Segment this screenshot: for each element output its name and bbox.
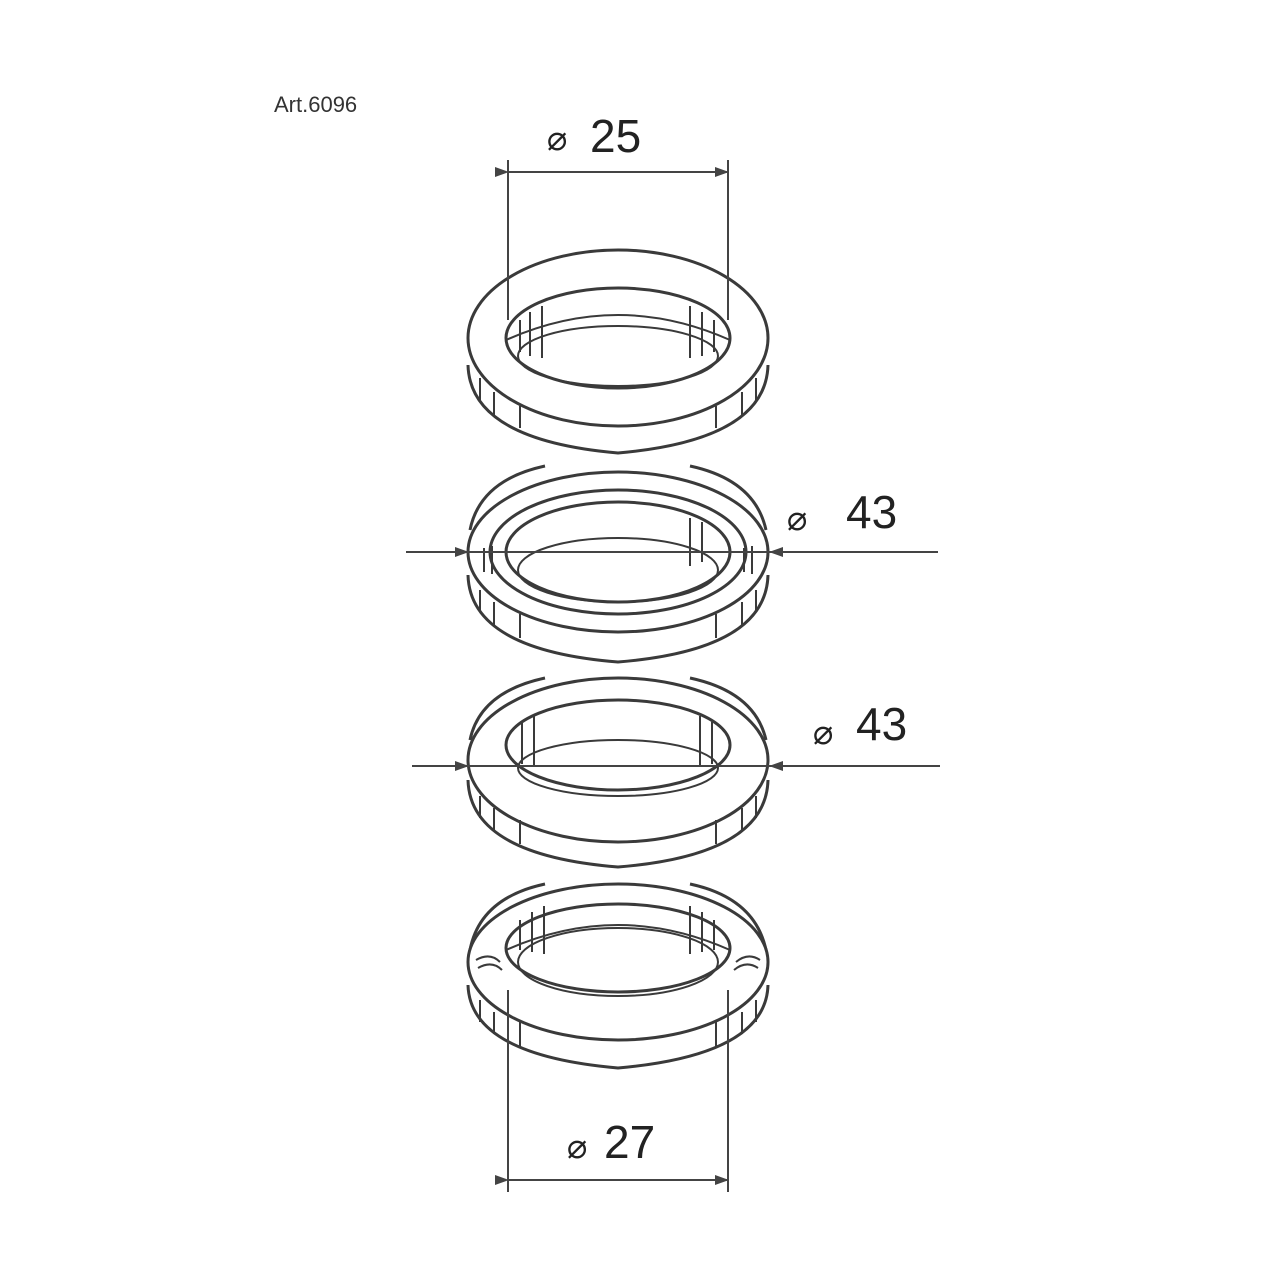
article-number: Art.6096 [274, 92, 358, 117]
diameter-symbol: ⌀ [786, 499, 807, 539]
dimension-label-43-a: 43 [846, 486, 897, 538]
dimension-label-25: 25 [590, 110, 641, 162]
dimension-top-inner: ⌀ 25 [495, 110, 729, 320]
dimension-label-27: 27 [604, 1116, 655, 1168]
lower-race [466, 676, 770, 869]
diameter-symbol: ⌀ [812, 713, 833, 753]
upper-bearing-race [466, 464, 770, 664]
diameter-symbol: ⌀ [566, 1127, 587, 1167]
dimension-race-outer-2: ⌀ 43 [412, 698, 940, 771]
bottom-bearing-cone [466, 882, 770, 1070]
dimension-race-outer-1: ⌀ 43 [406, 486, 938, 557]
top-seal-ring [466, 248, 770, 455]
dimension-bottom-inner: ⌀ 27 [495, 990, 729, 1192]
diameter-symbol: ⌀ [546, 119, 567, 159]
dimension-label-43-b: 43 [856, 698, 907, 750]
